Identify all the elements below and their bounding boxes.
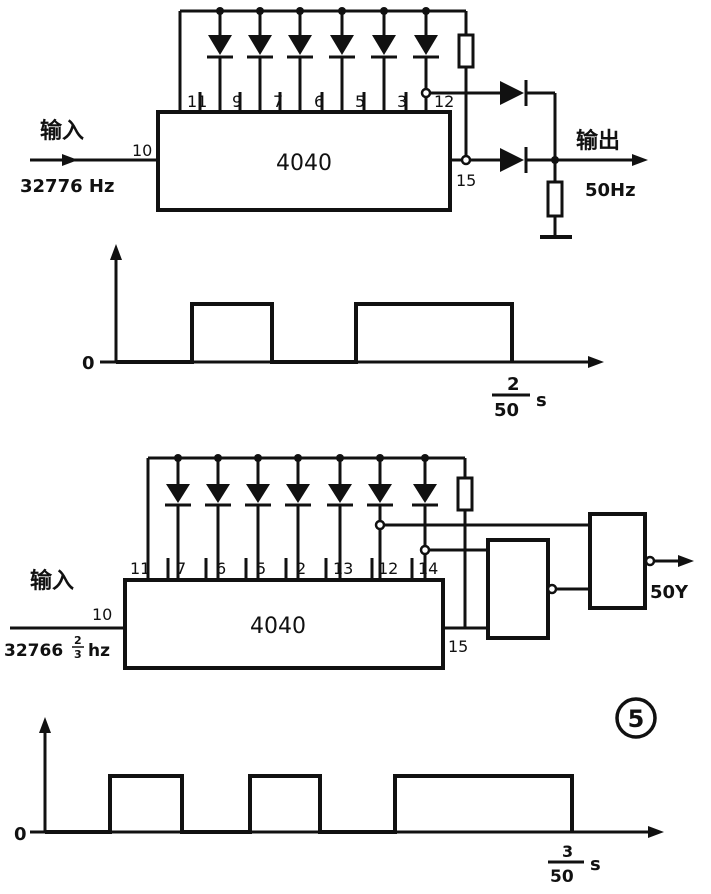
pulse-train-1 <box>116 302 514 364</box>
input-freq-2-den: 3 <box>74 648 82 661</box>
diode-2-5 <box>327 454 353 580</box>
pin2-label-2: 2 <box>296 559 306 578</box>
diode-3 <box>287 7 313 112</box>
pin-label-5: 5 <box>355 92 365 111</box>
pin2-label-10: 10 <box>92 605 112 624</box>
output-label-1: 输出 <box>576 128 620 154</box>
diode-array-2 <box>165 454 438 580</box>
waveform-2: 0 3 50 s <box>14 717 664 887</box>
diode-2-2 <box>205 454 231 580</box>
circuit-2: 4040 11 7 6 5 2 13 12 14 <box>4 454 694 670</box>
diode-2-7 <box>412 454 438 580</box>
input-freq-2-num: 2 <box>74 634 82 647</box>
resistor-load-1 <box>546 180 564 218</box>
waveform-1: 0 2 50 s <box>82 244 604 421</box>
pin2-label-12: 12 <box>378 559 398 578</box>
diode-array-1 <box>207 7 439 112</box>
input-arrow-1 <box>62 154 78 166</box>
input-label-1: 输入 <box>40 118 84 144</box>
pin2-label-6: 6 <box>216 559 226 578</box>
pin-label-7: 7 <box>273 92 283 111</box>
pin-15-node <box>460 154 472 166</box>
diode-2-4 <box>285 454 311 580</box>
pin-label-12: 12 <box>434 92 454 111</box>
diode-4 <box>329 7 355 112</box>
input-freq-2-main: 32766 <box>4 641 63 661</box>
end-unit-1: s <box>536 390 547 411</box>
pin-label-9: 9 <box>232 92 242 111</box>
output-freq-2: 50Y <box>650 582 689 603</box>
output-diode-b <box>500 148 524 172</box>
pin2-label-14: 14 <box>418 559 438 578</box>
chip-label-2: 4040 <box>250 614 306 639</box>
end-unit-2: s <box>590 854 601 875</box>
input-label-2: 输入 <box>30 568 74 594</box>
output-freq-1: 50Hz <box>585 180 636 201</box>
pin2-label-5: 5 <box>256 559 266 578</box>
pin-label-11: 11 <box>187 92 207 111</box>
nand-gate-2 <box>588 512 647 610</box>
diode-1 <box>207 7 233 112</box>
input-freq-1: 32776 Hz <box>20 176 114 197</box>
input-freq-2-unit: hz <box>88 641 110 661</box>
resistor-pullup-1 <box>457 33 475 69</box>
pin-12-node <box>420 87 432 99</box>
end-denominator-1: 50 <box>494 400 519 421</box>
pin2-label-7: 7 <box>176 559 186 578</box>
pin2-label-13: 13 <box>333 559 353 578</box>
origin-label-1: 0 <box>82 353 95 374</box>
diode-2-3 <box>245 454 271 580</box>
diode-5 <box>371 7 397 112</box>
end-numerator-1: 2 <box>507 374 520 395</box>
output-diode-a <box>500 81 524 105</box>
resistor-pullup-2 <box>456 476 474 512</box>
circuit-1: 4040 <box>20 7 648 239</box>
nand-gate-1 <box>486 538 550 640</box>
output-arrow-2 <box>678 555 694 567</box>
diode-6 <box>413 7 439 112</box>
diode-2 <box>247 7 273 112</box>
end-numerator-2: 3 <box>562 842 573 861</box>
pin2-label-11: 11 <box>130 559 150 578</box>
pulse-train-2 <box>45 774 574 834</box>
pin2-label-15: 15 <box>448 637 468 656</box>
diode-2-1 <box>165 454 191 580</box>
pin-label-3: 3 <box>397 92 407 111</box>
chip-label-1: 4040 <box>276 151 332 176</box>
end-denominator-2: 50 <box>550 867 574 887</box>
output-arrow-1 <box>632 154 648 166</box>
figure-number-text: 5 <box>628 705 645 733</box>
pin-label-10: 10 <box>132 141 152 160</box>
diode-2-6 <box>367 454 393 580</box>
origin-label-2: 0 <box>14 824 27 845</box>
chip-4040-2 <box>123 578 445 670</box>
pin-label-15: 15 <box>456 171 476 190</box>
figure-number: 5 <box>615 697 657 739</box>
pin-label-6: 6 <box>314 92 324 111</box>
